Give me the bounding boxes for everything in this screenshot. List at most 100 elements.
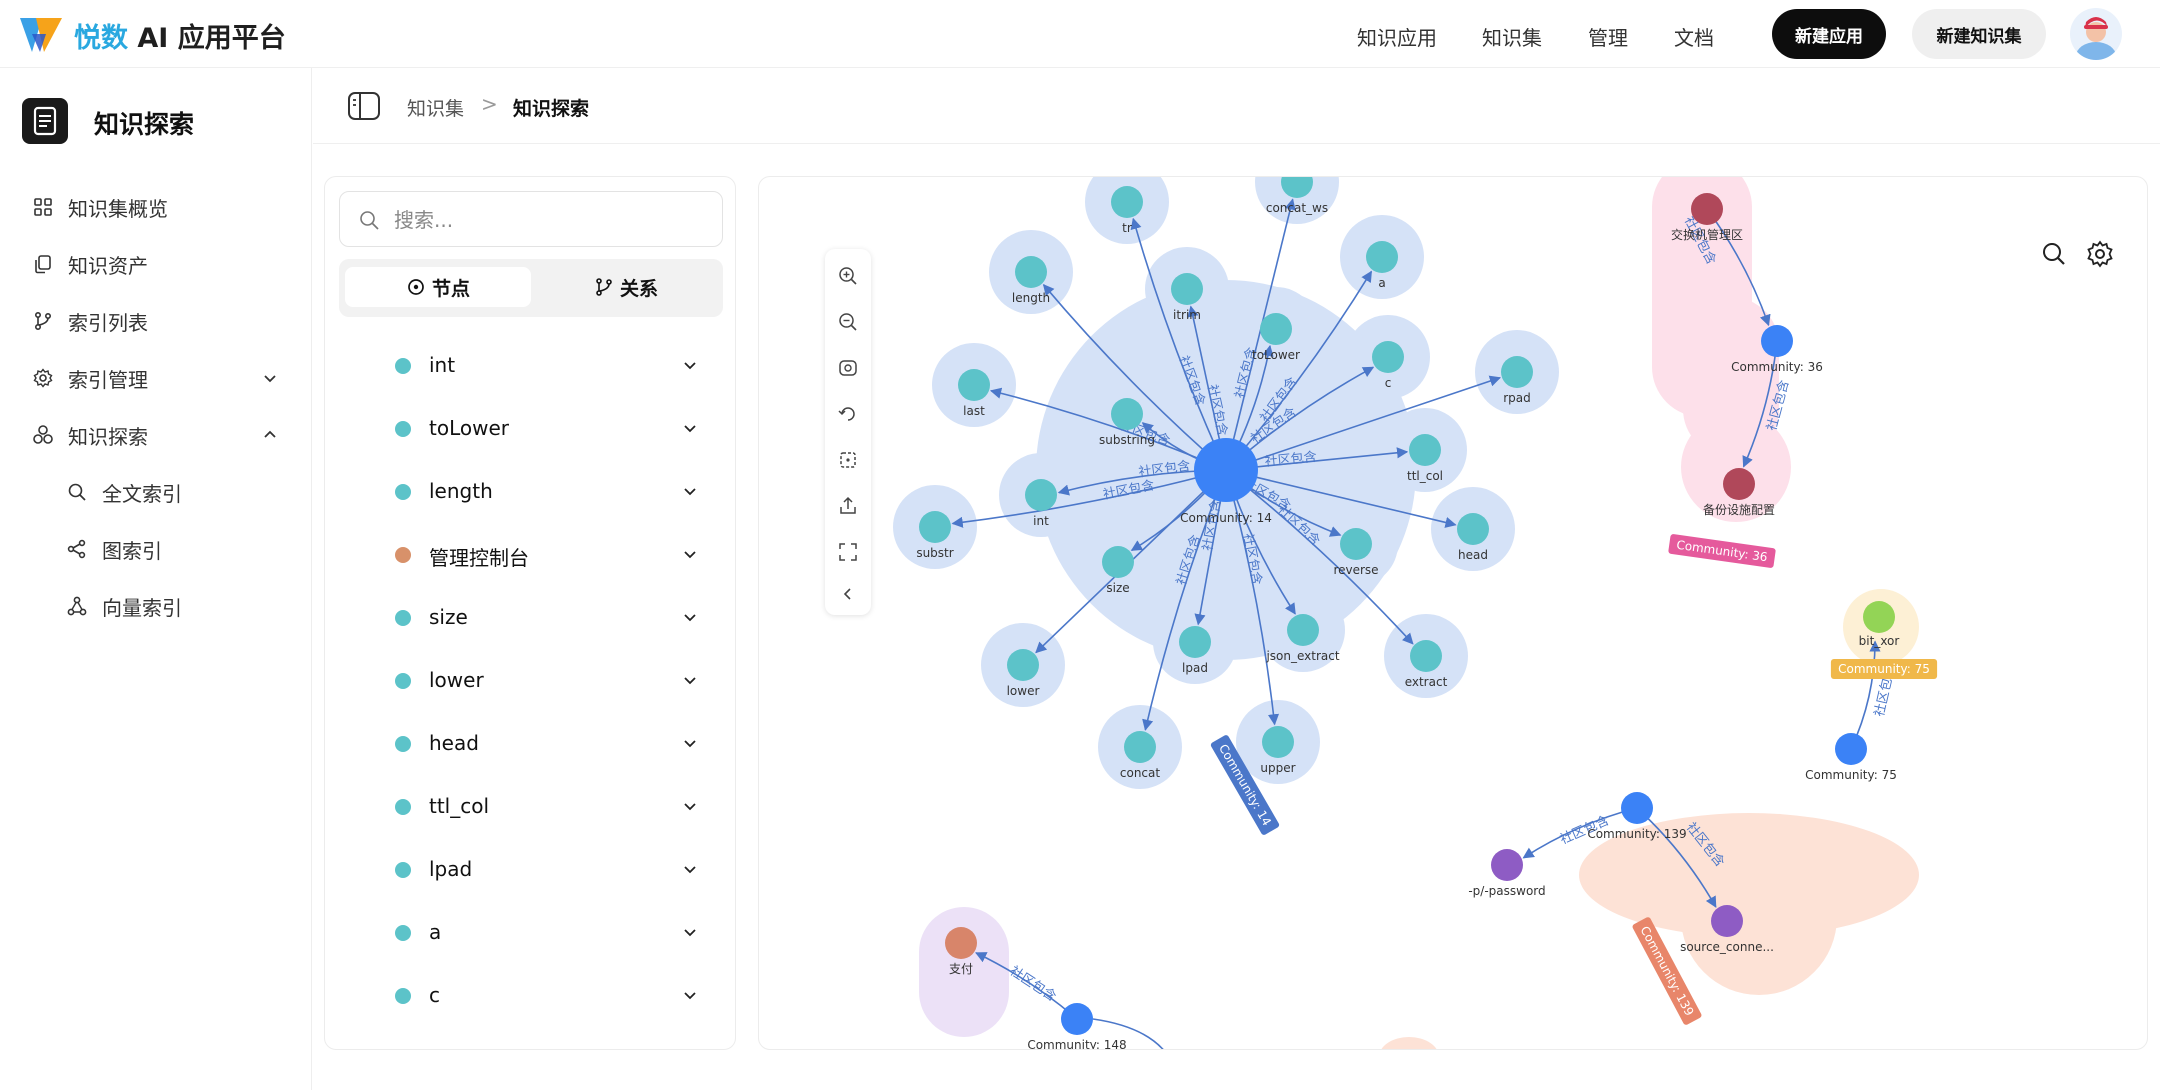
sidebar-toggle-icon[interactable]	[347, 91, 381, 121]
graph-settings-icon[interactable]	[2085, 239, 2115, 269]
chevron-down-icon[interactable]	[679, 921, 701, 943]
sidebar-item-kb-assets[interactable]: 知识资产	[32, 244, 282, 284]
node-json_extract[interactable]	[1287, 614, 1319, 646]
community-hub-36[interactable]	[1761, 325, 1793, 357]
nav-docs[interactable]: 文档	[1674, 26, 1714, 50]
node-concat[interactable]	[1124, 731, 1156, 763]
node-lpad[interactable]	[1179, 626, 1211, 658]
node-toLower[interactable]	[1260, 313, 1292, 345]
fit-view-icon[interactable]	[833, 445, 863, 475]
zoom-in-icon[interactable]	[833, 261, 863, 291]
list-item[interactable]: head	[339, 719, 723, 767]
sidebar-subitem-fulltext-index[interactable]: 全文索引	[66, 472, 316, 512]
node-itrim[interactable]	[1171, 273, 1203, 305]
collapse-left-icon[interactable]	[833, 579, 863, 609]
node-int[interactable]	[1025, 479, 1057, 511]
sidebar-item-label: 索引管理	[68, 367, 148, 392]
sidebar-item-kb-explore[interactable]: 知识探索	[32, 415, 282, 455]
node-concat_ws-label: concat_ws	[1266, 201, 1328, 215]
list-item[interactable]: c	[339, 971, 723, 1019]
fullscreen-icon[interactable]	[833, 537, 863, 567]
chevron-down-icon[interactable]	[258, 366, 282, 390]
node-lower[interactable]	[1007, 649, 1039, 681]
node-c36-top[interactable]	[1691, 193, 1723, 225]
search-input[interactable]	[394, 206, 704, 234]
chevron-down-icon[interactable]	[679, 984, 701, 1006]
breadcrumb-parent[interactable]: 知识集	[407, 98, 465, 120]
edge-label-c148-top: 社区包含	[1007, 963, 1059, 1005]
node-upper[interactable]	[1262, 726, 1294, 758]
node-size[interactable]	[1102, 546, 1134, 578]
chevron-down-icon[interactable]	[679, 795, 701, 817]
graph-search-icon[interactable]	[2039, 239, 2069, 269]
chevron-down-icon[interactable]	[679, 732, 701, 754]
list-item[interactable]: 管理控制台	[339, 530, 723, 578]
node-substring[interactable]	[1111, 398, 1143, 430]
community-hub-139[interactable]	[1621, 792, 1653, 824]
node-c139-left[interactable]	[1491, 849, 1523, 881]
node-reverse[interactable]	[1340, 528, 1372, 560]
node-rpad[interactable]	[1501, 356, 1533, 388]
knowledge-graph[interactable]: 社区包含社区包含社区包含社区包含社区包含社区包含社区包含社区包含社区包含社区包含…	[759, 177, 2148, 1050]
tab-nodes[interactable]: 节点	[345, 267, 531, 307]
node-a[interactable]	[1366, 241, 1398, 273]
rotate-icon[interactable]	[833, 399, 863, 429]
chevron-down-icon[interactable]	[679, 606, 701, 628]
nav-manage[interactable]: 管理	[1588, 26, 1628, 50]
chevron-down-icon[interactable]	[679, 417, 701, 439]
chevron-down-icon[interactable]	[679, 669, 701, 691]
edge-c14-21	[1225, 469, 1280, 726]
node-c36-bottom[interactable]	[1723, 468, 1755, 500]
node-tr[interactable]	[1111, 186, 1143, 218]
svg-text:Community: 75: Community: 75	[1838, 662, 1930, 676]
nav-knowledge-sets[interactable]: 知识集	[1482, 26, 1542, 50]
graph-canvas[interactable]: 社区包含社区包含社区包含社区包含社区包含社区包含社区包含社区包含社区包含社区包含…	[758, 176, 2148, 1050]
node-extract[interactable]	[1410, 640, 1442, 672]
node-c75-top[interactable]	[1863, 601, 1895, 633]
avatar[interactable]	[2070, 8, 2122, 60]
list-item[interactable]: int	[339, 341, 723, 389]
node-c[interactable]	[1372, 341, 1404, 373]
sidebar-item-label: 知识资产	[68, 253, 148, 278]
list-item[interactable]: length	[339, 467, 723, 515]
node-color-dot	[395, 862, 411, 878]
sidebar-subitem-vector-index[interactable]: 向量索引	[66, 586, 316, 626]
community-hub-148[interactable]	[1061, 1003, 1093, 1035]
user-avatar-icon	[2076, 17, 2116, 60]
node-color-dot	[395, 358, 411, 374]
sidebar-item-index-manage[interactable]: 索引管理	[32, 358, 282, 398]
list-item[interactable]: size	[339, 593, 723, 641]
sidebar-item-kb-overview[interactable]: 知识集概览	[32, 187, 282, 227]
node-concat_ws[interactable]	[1281, 177, 1313, 198]
new-knowledge-set-button[interactable]: 新建知识集	[1912, 9, 2046, 59]
chevron-down-icon[interactable]	[679, 543, 701, 565]
nav-knowledge-apps[interactable]: 知识应用	[1357, 26, 1437, 50]
list-item[interactable]: toLower	[339, 404, 723, 452]
list-item[interactable]: lower	[339, 656, 723, 704]
tab-relations[interactable]: 关系	[535, 267, 717, 307]
community-hub-14[interactable]	[1194, 438, 1258, 502]
list-item[interactable]: lpad	[339, 845, 723, 893]
node-ttl_col[interactable]	[1409, 434, 1441, 466]
new-app-button[interactable]: 新建应用	[1772, 9, 1886, 59]
chevron-up-icon[interactable]	[258, 423, 282, 447]
sidebar-item-index-list[interactable]: 索引列表	[32, 301, 282, 341]
node-last[interactable]	[958, 369, 990, 401]
list-item[interactable]: a	[339, 908, 723, 956]
node-c148-top[interactable]	[945, 927, 977, 959]
list-item[interactable]: ttl_col	[339, 782, 723, 830]
node-substr[interactable]	[919, 511, 951, 543]
zoom-out-icon[interactable]	[833, 307, 863, 337]
chevron-down-icon[interactable]	[679, 354, 701, 376]
community-hub-75[interactable]	[1835, 733, 1867, 765]
node-length[interactable]	[1015, 256, 1047, 288]
brand-logo-icon[interactable]	[16, 14, 66, 56]
sidebar-subitem-graph-index[interactable]: 图索引	[66, 529, 316, 569]
chevron-down-icon[interactable]	[679, 480, 701, 502]
view-icon[interactable]	[833, 353, 863, 383]
chevron-down-icon[interactable]	[679, 858, 701, 880]
node-c139-right[interactable]	[1711, 905, 1743, 937]
edge-c14-0	[1130, 217, 1227, 471]
node-head[interactable]	[1457, 513, 1489, 545]
export-icon[interactable]	[833, 491, 863, 521]
